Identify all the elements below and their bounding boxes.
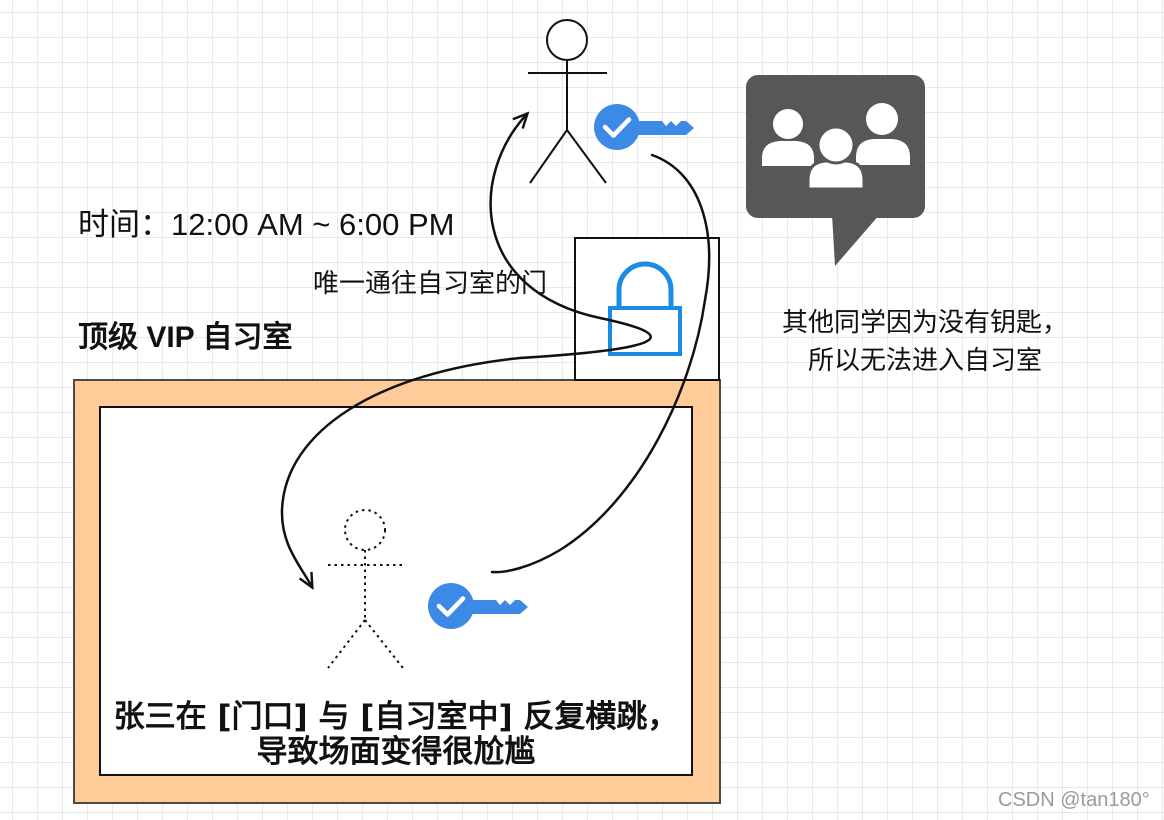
check-mark: [436, 596, 466, 617]
person-right-shoulders: [856, 139, 910, 165]
bubble-tail: [832, 214, 880, 266]
person-head: [344, 509, 386, 551]
person-left-shoulders: [762, 141, 814, 166]
person-right-leg: [566, 129, 607, 184]
key-check-icon: [594, 104, 694, 150]
time-label: 时间：12:00 AM ~ 6:00 PM: [78, 207, 455, 242]
other-students-note-line-1: 其他同学因为没有钥匙，: [782, 307, 1069, 337]
key-bow: [428, 583, 474, 629]
room-caption-line-2: 导致场面变得很尬尴: [256, 734, 536, 770]
person-head: [546, 19, 588, 61]
check-mark: [602, 117, 632, 138]
room-title: 顶级 VIP 自习室: [78, 321, 293, 354]
person-left-leg: [529, 129, 568, 184]
watermark: CSDN @tan180°: [998, 789, 1150, 811]
person-icon: [528, 19, 607, 184]
room-caption-line-1: 张三在 [门口] 与 [自习室中] 反复横跳，: [113, 699, 679, 735]
user-group-chat-icon: [746, 75, 925, 266]
person-left-head: [773, 109, 803, 139]
door: [574, 237, 720, 381]
key-handoff-curve: [490, 153, 711, 574]
back-and-forth-arrow: [280, 114, 652, 587]
door-label: 唯一通往自习室的门: [313, 268, 548, 298]
person-right-head: [866, 103, 898, 135]
key-blade: [636, 121, 694, 135]
key-bow: [594, 104, 640, 150]
other-students-note-line-2: 所以无法进入自习室: [808, 345, 1043, 375]
person-center-head: [816, 125, 856, 165]
lock-shackle: [616, 261, 674, 309]
key-check-icon: [428, 583, 528, 629]
person-center-shoulders: [806, 159, 866, 191]
key-blade: [470, 600, 528, 614]
